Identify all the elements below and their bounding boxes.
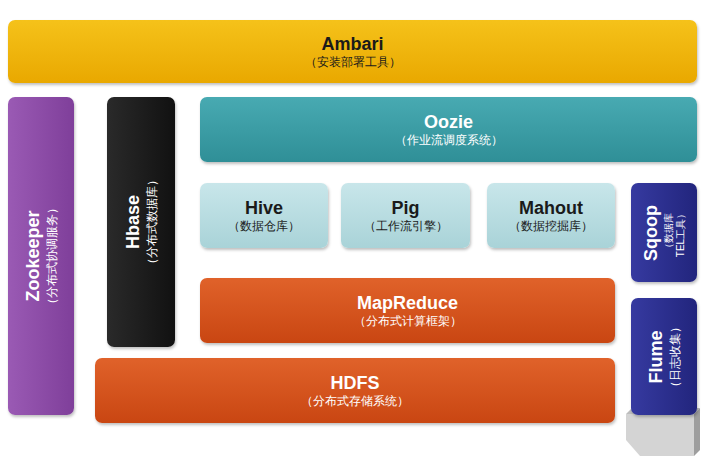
text-group: Hive（数据仓库） xyxy=(228,197,300,235)
node-title: Hbase xyxy=(122,174,145,270)
node-title: Sqoop xyxy=(640,204,663,262)
text-group: Sqoop（数据库 TEL工具） xyxy=(640,204,688,262)
node-title: Flume xyxy=(645,321,668,393)
cube-side xyxy=(694,408,700,456)
node-title: Pig xyxy=(364,197,448,220)
component-box: Pig（工作流引擎） xyxy=(341,183,470,248)
node-title: Zookeeper xyxy=(22,202,45,310)
node-subtitle: （分布式计算框架） xyxy=(354,314,462,329)
component-box: Mahout（数据挖掘库） xyxy=(487,183,615,248)
text-group: Mahout（数据挖掘库） xyxy=(509,197,593,235)
text-group: Oozie（作业流调度系统） xyxy=(395,111,503,149)
node-title: Mahout xyxy=(509,197,593,220)
node-title: Ambari xyxy=(305,33,401,56)
node-subtitle: （分布式存储系统） xyxy=(301,394,409,409)
node-subtitle: （工作流引擎） xyxy=(364,219,448,234)
text-group: Pig（工作流引擎） xyxy=(364,197,448,235)
node-title: Oozie xyxy=(395,111,503,134)
node-title: MapReduce xyxy=(354,292,462,315)
node-title: HDFS xyxy=(301,372,409,395)
storage-band: HDFS（分布式存储系统） xyxy=(95,358,615,423)
framework-band: MapReduce（分布式计算框架） xyxy=(200,278,615,343)
text-group: HDFS（分布式存储系统） xyxy=(301,372,409,410)
text-group: MapReduce（分布式计算框架） xyxy=(354,292,462,330)
node-subtitle: （日志收集） xyxy=(668,321,683,393)
node-subtitle: （数据仓库） xyxy=(228,219,300,234)
tool-column: Sqoop（数据库 TEL工具） xyxy=(631,183,697,282)
node-subtitle: （分布式协调服务） xyxy=(45,202,60,310)
node-title: Hive xyxy=(228,197,300,220)
database-column: Hbase（分布式数据库） xyxy=(107,97,175,347)
component-box: Hive（数据仓库） xyxy=(200,183,328,248)
tool-column: Flume（日志收集） xyxy=(631,298,697,415)
text-group: Ambari（安装部署工具） xyxy=(305,33,401,71)
tool-band: Ambari（安装部署工具） xyxy=(8,20,697,83)
text-group: Hbase（分布式数据库） xyxy=(122,174,160,270)
node-subtitle: （数据挖掘库） xyxy=(509,219,593,234)
cube-front xyxy=(626,414,694,456)
node-subtitle: （作业流调度系统） xyxy=(395,133,503,148)
node-subtitle: （分布式数据库） xyxy=(145,174,160,270)
scheduler-band: Oozie（作业流调度系统） xyxy=(200,97,697,162)
text-group: Flume（日志收集） xyxy=(645,321,683,393)
text-group: Zookeeper（分布式协调服务） xyxy=(22,202,60,310)
node-subtitle: （数据库 TEL工具） xyxy=(663,204,688,262)
service-column: Zookeeper（分布式协调服务） xyxy=(8,97,74,415)
node-subtitle: （安装部署工具） xyxy=(305,55,401,70)
